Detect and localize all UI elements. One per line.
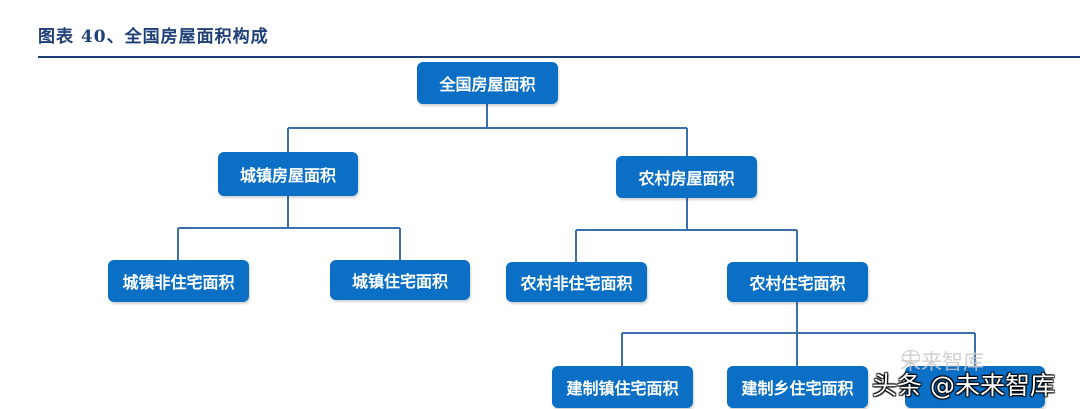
node-urban-nonresidential-area: 城镇非住宅面积 bbox=[108, 260, 249, 302]
node-urban-residential-area: 城镇住宅面积 bbox=[330, 260, 470, 300]
connector-root-to-children bbox=[287, 104, 688, 156]
watermark-brand: 头条 @未来智库 bbox=[872, 371, 1055, 400]
node-rural-floor-area: 农村房屋面积 bbox=[616, 156, 757, 198]
watermark-small: 未来智库 bbox=[900, 350, 984, 374]
node-rural-residential-area: 农村住宅面积 bbox=[727, 262, 868, 302]
node-urban-floor-area: 城镇房屋面积 bbox=[218, 152, 358, 196]
node-town-residential-area: 建制镇住宅面积 bbox=[552, 366, 693, 408]
connector-rural-res-to-children bbox=[621, 302, 976, 366]
node-national-floor-area: 全国房屋面积 bbox=[417, 62, 558, 104]
node-township-residential-area: 建制乡住宅面积 bbox=[727, 366, 868, 408]
connector-urban-to-children bbox=[177, 196, 401, 260]
caption-divider bbox=[38, 56, 1080, 58]
connector-rural-to-children bbox=[575, 198, 798, 262]
node-village-residential-area bbox=[905, 366, 1045, 408]
node-rural-nonresidential-area: 农村非住宅面积 bbox=[506, 262, 647, 302]
wechat-icon bbox=[902, 350, 920, 364]
figure-caption: 图表 40、全国房屋面积构成 bbox=[38, 27, 269, 47]
